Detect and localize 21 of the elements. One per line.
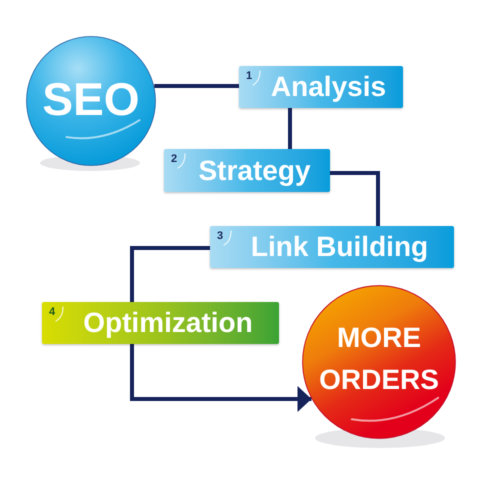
circle-label: MORE ORDERS <box>318 321 440 397</box>
step-number: 2 <box>171 153 178 166</box>
connector-line <box>154 84 239 88</box>
step-label: Optimization <box>83 306 253 340</box>
result-circle <box>302 285 456 439</box>
connector-line <box>288 108 292 149</box>
step-number: 1 <box>246 70 252 83</box>
step-box <box>210 226 454 268</box>
step-box <box>239 66 403 108</box>
arrow <box>130 344 312 412</box>
connector-line <box>130 246 210 302</box>
step-number: 4 <box>49 306 56 319</box>
step-label: Strategy <box>198 154 311 188</box>
step-box <box>164 149 330 192</box>
start-circle <box>26 36 156 166</box>
circle-label: SEO <box>42 73 140 125</box>
step-label: Analysis <box>270 70 386 104</box>
step-label: Link Building <box>250 230 428 264</box>
step-number: 3 <box>217 230 224 243</box>
step-box <box>42 302 279 344</box>
connector-line <box>330 171 380 226</box>
